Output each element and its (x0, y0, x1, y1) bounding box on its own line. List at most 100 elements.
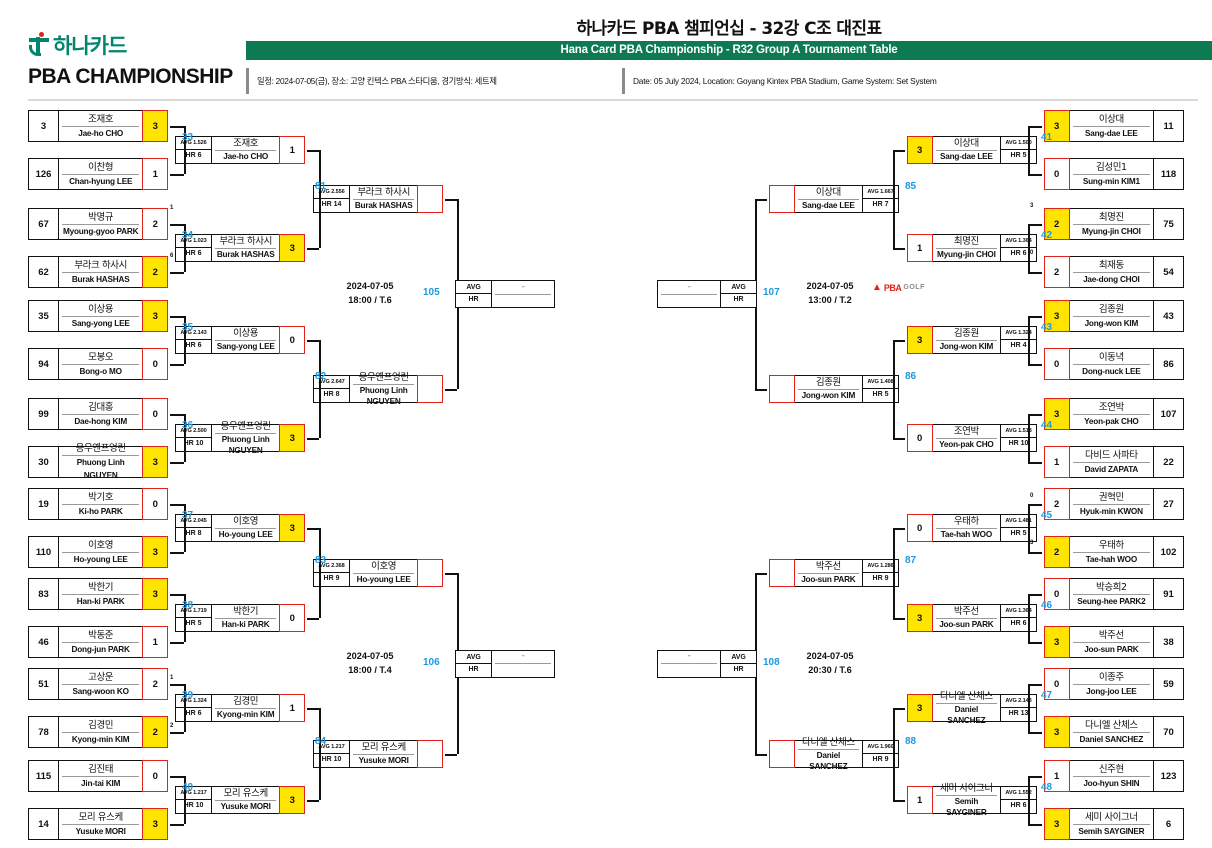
bracket-connector (184, 224, 186, 272)
bracket-connector (893, 708, 895, 800)
player-name-ko: 모리 유스케 (353, 742, 415, 755)
player-name-ko: 세미 사이그너 (1072, 811, 1150, 825)
avg-value: AVG 1.286 (863, 561, 898, 573)
player-name-ko: 조재호 (62, 113, 140, 127)
player-name-ko: 김종원 (1072, 303, 1150, 317)
hr-value: HR 10 (321, 756, 342, 763)
set-score: 3 (1043, 397, 1070, 431)
avg-value: AVG 1.518 (1001, 426, 1036, 438)
player-name-ko: 세미 사이그너 (935, 783, 997, 796)
set-score: 3 (906, 325, 933, 355)
hr-label: HR (468, 296, 479, 303)
seed-number: 67 (29, 209, 59, 239)
avg-value: AVG 1.364 (1001, 236, 1036, 248)
player-name-en: Ho-young LEE (218, 530, 273, 539)
player-name-ko: - (661, 650, 717, 664)
match-number: 82 (315, 371, 327, 382)
avg-value: AVG 1.500 (1001, 138, 1036, 150)
match-number: 87 (905, 555, 917, 566)
player-name-ko: 조재호 (215, 138, 277, 151)
player-name-ko: 박주선 (935, 606, 997, 619)
player-name-en: Jae-ho CHO (78, 128, 124, 138)
bracket-connector (319, 528, 321, 618)
set-score: 1 (906, 233, 933, 263)
player-name-en: Daniel SANCHEZ (1079, 734, 1144, 744)
match-date: 2024-07-05 (346, 281, 394, 291)
set-score: 3 (142, 445, 169, 479)
player-name-en: Yusuke MORI (75, 826, 126, 836)
set-score: 1 (1043, 759, 1070, 793)
avg-value: AVG 1.481 (1001, 516, 1036, 528)
set-score: 3 (906, 135, 933, 165)
bracket-connector (170, 272, 184, 274)
match-number: 45 (1041, 510, 1053, 521)
bracket-connector (307, 800, 319, 802)
